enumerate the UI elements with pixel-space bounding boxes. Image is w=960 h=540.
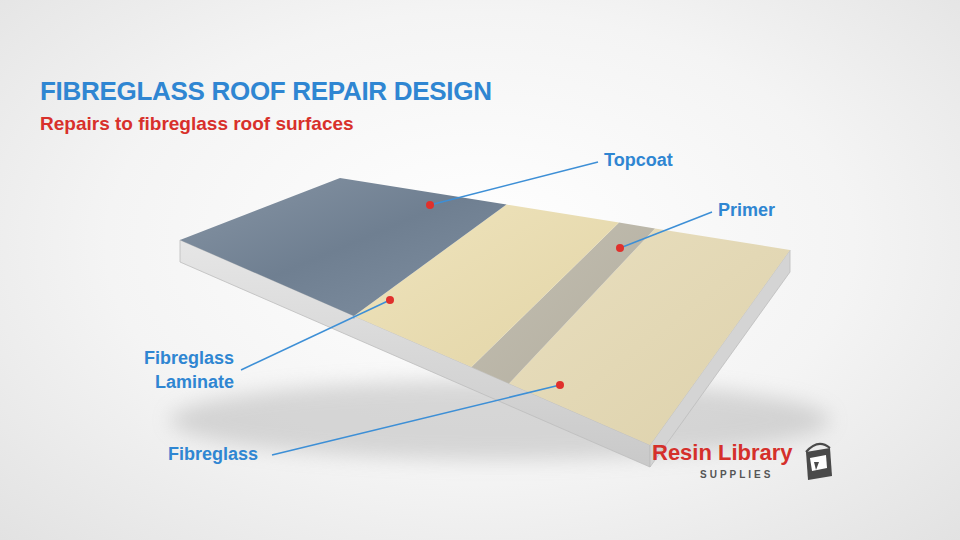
leader-line (620, 212, 712, 248)
subtitle: Repairs to fibreglass roof surfaces (40, 113, 354, 136)
callout-dot (386, 296, 394, 304)
layer-label: Primer (718, 200, 775, 222)
layer-label: Fibreglass (168, 444, 258, 466)
layer-label: Topcoat (604, 150, 673, 172)
paint-can-icon (806, 444, 832, 480)
leader-line (241, 300, 390, 370)
callout-dot (616, 244, 624, 252)
callout-dot (556, 381, 564, 389)
leader-line (430, 162, 598, 205)
diagram-title: FIBREGLASS ROOF REPAIR DESIGN (40, 76, 492, 107)
brand-name: Resin Library (652, 440, 793, 466)
brand-tagline: SUPPLIES (700, 469, 773, 481)
leader-line (272, 385, 560, 455)
layer-label: Fibreglass Laminate (110, 346, 234, 395)
callout-dot (426, 201, 434, 209)
